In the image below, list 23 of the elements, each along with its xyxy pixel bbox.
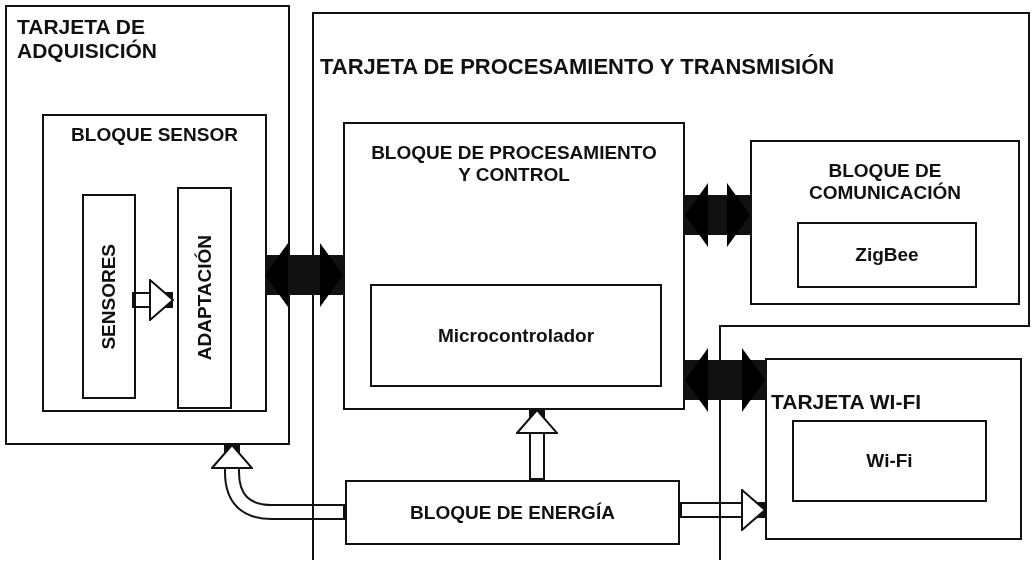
block-box bbox=[177, 187, 232, 409]
block-label: TARJETA DE ADQUISICIÓN bbox=[17, 15, 158, 64]
block-label: TARJETA DE PROCESAMIENTO Y TRANSMISIÓN bbox=[320, 54, 835, 80]
block-label: TARJETA WI-FI bbox=[771, 390, 922, 415]
block-box bbox=[343, 122, 685, 410]
block-box bbox=[765, 358, 1022, 540]
block-label: Microcontrolador bbox=[437, 324, 595, 347]
block-label: BLOQUE DE PROCESAMIENTO Y CONTROL bbox=[370, 142, 658, 186]
block-label: BLOQUE SENSOR bbox=[71, 124, 238, 146]
block-box bbox=[345, 480, 680, 545]
block-box bbox=[370, 284, 662, 387]
block-label: BLOQUE DE COMUNICACIÓN bbox=[808, 160, 962, 204]
block-box bbox=[797, 222, 977, 288]
block-label: BLOQUE DE ENERGÍA bbox=[410, 501, 615, 524]
block-box bbox=[750, 140, 1020, 305]
block-label: SENSORES bbox=[98, 243, 120, 350]
block-box bbox=[42, 114, 267, 412]
block-label: ADAPTACIÓN bbox=[193, 235, 216, 361]
block-label: Wi-Fi bbox=[866, 450, 913, 472]
block-label: ZigBee bbox=[855, 244, 919, 266]
block-box bbox=[5, 5, 290, 445]
block-box bbox=[792, 420, 987, 502]
block-box bbox=[82, 194, 136, 399]
